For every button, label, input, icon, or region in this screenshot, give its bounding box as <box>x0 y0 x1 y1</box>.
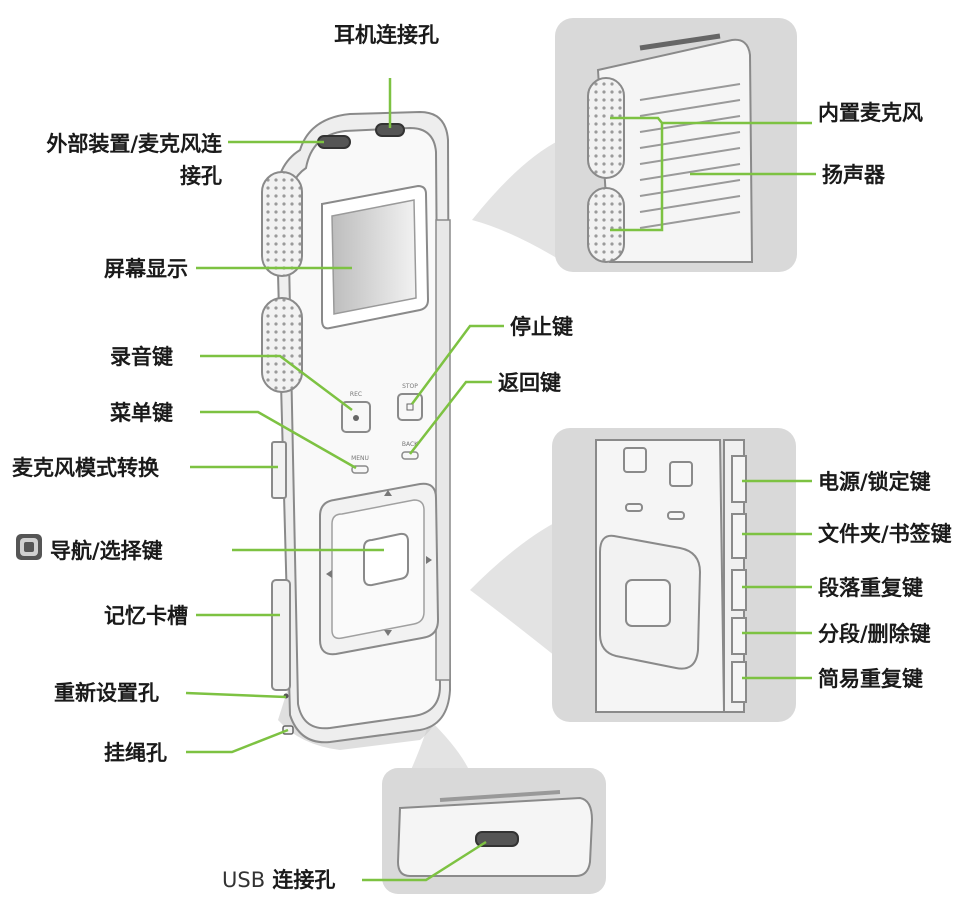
device-rec-label: REC <box>350 391 362 398</box>
inset-mid-right-nav-pad <box>600 536 700 669</box>
label-builtin-mic: 内置麦克风 <box>818 100 923 126</box>
inset-bottom <box>382 720 606 894</box>
label-ext-mic-jack-line1: 外部装置/麦克风连 <box>22 131 222 157</box>
nav-select-icon <box>16 534 42 560</box>
mic-pad-upper <box>262 172 302 276</box>
memory-card-slot-shape <box>272 580 290 690</box>
label-power-lock-key: 电源/锁定键 <box>818 469 931 495</box>
label-usb-connector: 连接孔 <box>272 868 335 892</box>
label-speaker: 扬声器 <box>822 162 885 188</box>
inset-top-right <box>472 18 797 272</box>
leader-reset-hole <box>186 693 286 697</box>
mic-mode-switch-shape <box>272 442 286 498</box>
nav-pad-shape <box>320 484 438 654</box>
inset-mid-right-callout <box>470 520 560 660</box>
label-folder-bookmark-key: 文件夹/书签键 <box>818 521 952 547</box>
label-nav-select-key: 导航/选择键 <box>50 538 163 564</box>
inset-top-right-mic-pad-upper <box>588 78 624 178</box>
device-menu-label: MENU <box>351 455 369 462</box>
label-memory-card-slot: 记忆卡槽 <box>104 603 188 629</box>
label-reset-hole: 重新设置孔 <box>54 680 159 706</box>
inset-top-right-callout <box>472 140 560 260</box>
label-menu-key: 菜单键 <box>110 400 173 426</box>
label-simple-repeat-key: 简易重复键 <box>818 666 923 692</box>
screen-display <box>332 200 416 314</box>
label-back-key: 返回键 <box>498 370 561 396</box>
device-stop-label: STOP <box>402 383 418 390</box>
label-record-key: 录音键 <box>110 344 173 370</box>
label-ext-mic-jack-line2: 接孔 <box>22 163 222 189</box>
inset-mid-right-side-keys <box>732 456 746 702</box>
label-display: 屏幕显示 <box>104 256 188 282</box>
label-stop-key: 停止键 <box>510 314 573 340</box>
label-split-delete-key: 分段/删除键 <box>818 621 931 647</box>
label-mic-mode-switch: 麦克风模式转换 <box>12 455 159 481</box>
label-usb-port: USB 连接孔 <box>222 867 335 893</box>
label-strap-hole: 挂绳孔 <box>104 740 167 766</box>
label-section-repeat-key: 段落重复键 <box>818 575 923 601</box>
mic-pad-lower <box>262 298 302 392</box>
label-earphone-jack: 耳机连接孔 <box>334 22 439 48</box>
leader-strap-hole <box>186 730 288 752</box>
inset-top-right-mic-pad-lower <box>588 188 624 262</box>
label-usb-prefix: USB <box>222 868 265 892</box>
